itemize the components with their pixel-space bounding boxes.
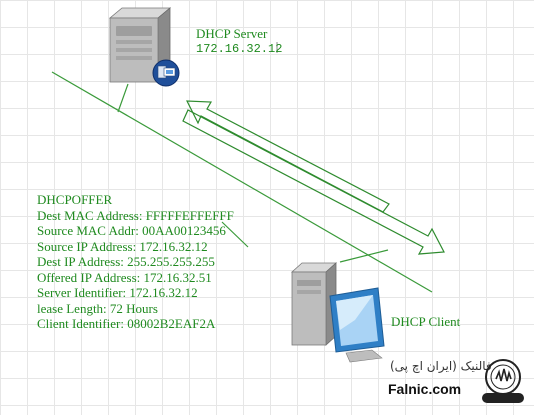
offer-field: Source MAC Addr: 00AA00123456	[37, 223, 226, 238]
client-drop-line	[339, 249, 389, 263]
watermark-brand-text: Falnic.com	[388, 381, 462, 397]
server-ip-label: 172.16.32.12	[196, 42, 283, 56]
offer-field: Source IP Address: 172.16.32.12	[37, 238, 208, 254]
offer-field: Client Identifier: 08002B2EAF2A	[37, 316, 216, 331]
dhcp-offer-details: DHCPOFFER Dest MAC Address: FFFFFEFFEFFF…	[37, 192, 234, 332]
offer-field: Server Identifier: 172.16.32.12	[37, 285, 198, 300]
server-name-label: DHCP Server	[196, 26, 268, 41]
server-badge-icon	[152, 59, 180, 87]
offer-title: DHCPOFFER	[37, 192, 113, 207]
arrow-to-client	[182, 109, 445, 255]
iranhp-logo-icon	[482, 359, 524, 403]
offer-field: Dest MAC Address: FFFFFEFFEFFF	[37, 207, 234, 223]
offer-field: lease Length: 72 Hours	[37, 300, 158, 316]
arrow-to-server	[186, 100, 390, 213]
offer-field: Dest IP Address: 255.255.255.255	[37, 254, 215, 269]
watermark-persian-text: فالنیک (ایران اچ پی)	[390, 359, 492, 373]
monitor-icon	[329, 287, 385, 363]
offer-field: Offered IP Address: 172.16.32.51	[37, 269, 212, 285]
client-name-label: DHCP Client	[391, 314, 461, 329]
server-drop-line	[117, 83, 129, 113]
offer-pointer-line	[221, 221, 249, 248]
desktop-computer-icon	[290, 262, 338, 346]
